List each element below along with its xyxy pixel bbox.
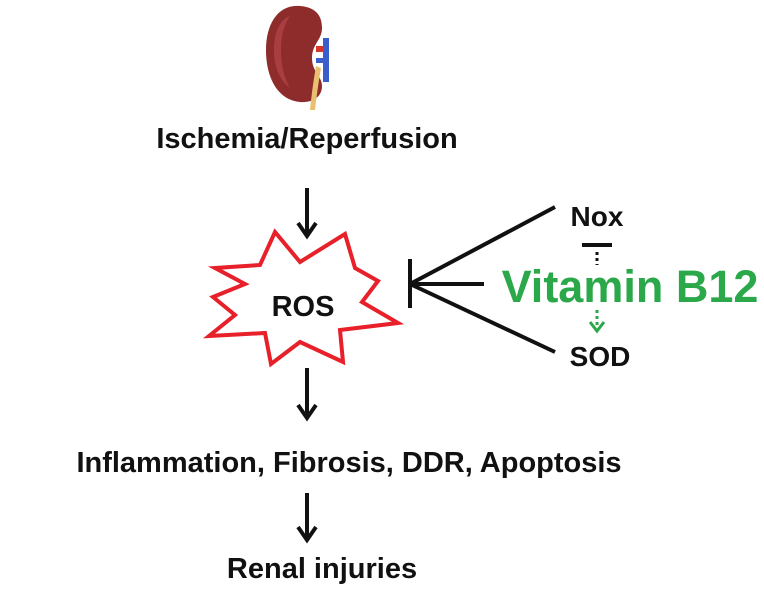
vitamin-label: Vitamin B12	[502, 261, 759, 312]
vitamin-promotes-sod	[588, 310, 606, 334]
arrow-ros-to-effects	[296, 368, 318, 422]
effects-label: Inflammation, Fibrosis, DDR, Apoptosis	[76, 447, 621, 479]
inhibition-connector	[408, 205, 556, 354]
kidney-icon	[266, 5, 329, 110]
nox-label: Nox	[571, 201, 624, 232]
outcome-label: Renal injuries	[227, 553, 417, 585]
trigger-label: Ischemia/Reperfusion	[156, 123, 457, 155]
starburst-icon	[202, 228, 405, 368]
sod-label: SOD	[570, 341, 631, 372]
arrow-effects-to-outcome	[296, 493, 318, 544]
ros-label: ROS	[272, 291, 335, 323]
arrow-trigger-to-ros	[296, 188, 318, 240]
vitamin-inhibits-nox	[582, 243, 612, 265]
